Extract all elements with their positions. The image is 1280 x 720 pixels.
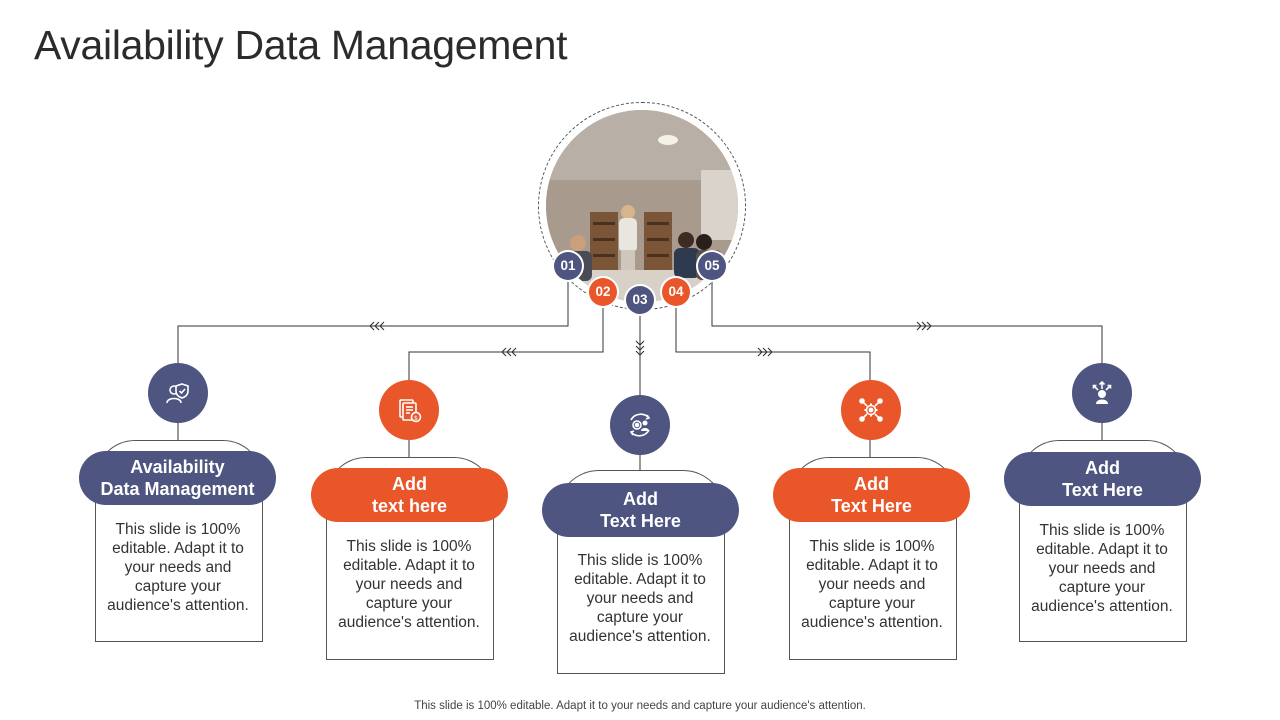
step-description-01: This slide is 100% editable. Adapt it to… [107,521,249,614]
step-description-03: This slide is 100% editable. Adapt it to… [569,552,711,645]
step-description-04: This slide is 100% editable. Adapt it to… [801,538,943,631]
step-title-pill-03: Add Text Here [542,483,739,537]
connector-02 [408,306,604,380]
chevron-right-icon [916,321,932,331]
svg-text:$: $ [414,414,418,422]
step-title-04: Add Text Here [831,474,912,516]
connector-04 [675,306,871,380]
step-number-badge-04: 04 [662,278,690,306]
card-body-02 [326,495,494,660]
step-title-pill-05: Add Text Here [1004,452,1201,506]
network-gear-icon [841,380,901,440]
chevron-down-icon [635,340,645,356]
connector-05 [711,280,1103,363]
step-title-01: Availability Data Management [100,457,255,499]
step-title-02: Add text here [371,474,448,516]
chevron-right-icon [757,347,773,357]
step-title-pill-01: Availability Data Management [79,451,276,505]
step-number-badge-05: 05 [698,252,726,280]
chevron-left-icon [369,321,385,331]
shield-user-icon [148,363,208,423]
step-description-02: This slide is 100% editable. Adapt it to… [338,538,480,631]
step-title-pill-04: Add Text Here [773,468,970,522]
footer-note: This slide is 100% editable. Adapt it to… [414,700,866,712]
documents-money-icon: $ [379,380,439,440]
team-meeting-photo [546,110,738,302]
gear-user-cycle-icon [610,395,670,455]
step-number-badge-02: 02 [589,278,617,306]
user-arrows-icon [1072,363,1132,423]
step-title-pill-02: Add text here [311,468,508,522]
card-body-03 [557,510,725,674]
chevron-left-icon [501,347,517,357]
page-title: Availability Data Management [34,22,568,68]
card-body-04 [789,495,957,660]
card-body-01 [95,478,263,642]
step-description-05: This slide is 100% editable. Adapt it to… [1031,522,1173,615]
connector-01 [177,280,569,363]
step-number-badge-03: 03 [626,286,654,314]
step-number-badge-01: 01 [554,252,582,280]
step-title-05: Add Text Here [1062,458,1143,500]
step-title-03: Add Text Here [600,489,681,531]
